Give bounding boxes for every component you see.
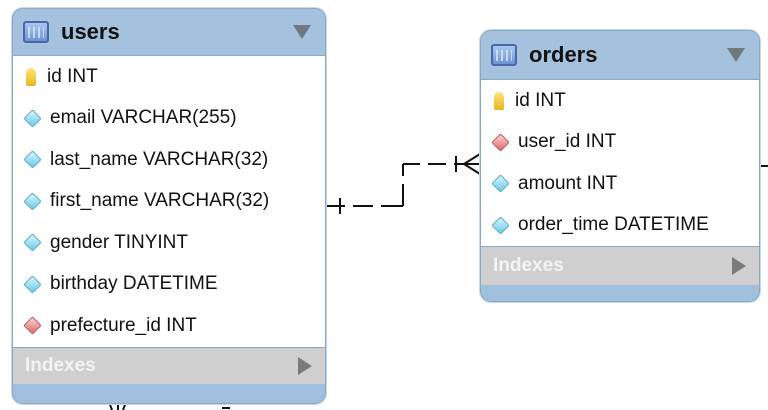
- column-row[interactable]: first_name VARCHAR(32): [13, 181, 325, 223]
- indexes-label: Indexes: [493, 255, 564, 276]
- column-row[interactable]: user_id INT: [481, 122, 759, 164]
- attribute-diamond-icon: [23, 275, 42, 294]
- column-row[interactable]: id INT: [481, 80, 759, 122]
- crow-foot: [463, 153, 481, 165]
- primary-key-icon: [26, 67, 36, 86]
- attribute-diamond-icon: [23, 233, 42, 252]
- column-row[interactable]: last_name VARCHAR(32): [13, 139, 325, 181]
- table-icon: [491, 44, 517, 66]
- column-label: order_time DATETIME: [518, 214, 709, 236]
- column-row[interactable]: id INT: [13, 56, 325, 98]
- column-row[interactable]: email VARCHAR(255): [13, 98, 325, 140]
- table-footer: [13, 383, 325, 400]
- column-row[interactable]: birthday DATETIME: [13, 264, 325, 306]
- column-label: birthday DATETIME: [50, 273, 218, 295]
- table-title: orders: [529, 42, 598, 67]
- column-label: user_id INT: [518, 131, 617, 153]
- users-table-header[interactable]: users: [13, 9, 325, 55]
- collapse-triangle-icon[interactable]: [727, 48, 745, 62]
- foreign-key-diamond-icon: [491, 133, 510, 152]
- orders-indexes-section[interactable]: Indexes: [481, 247, 759, 285]
- column-row[interactable]: order_time DATETIME: [481, 205, 759, 247]
- column-label: first_name VARCHAR(32): [50, 190, 270, 212]
- users-columns: id INT email VARCHAR(255) last_name VARC…: [13, 55, 325, 348]
- column-label: amount INT: [518, 172, 618, 194]
- attribute-diamond-icon: [491, 216, 510, 235]
- expand-triangle-icon[interactable]: [298, 356, 312, 375]
- column-label: id INT: [47, 65, 98, 87]
- table-footer: [481, 285, 759, 301]
- expand-triangle-icon[interactable]: [732, 257, 746, 275]
- column-label: email VARCHAR(255): [50, 107, 237, 129]
- table-title: users: [61, 19, 120, 44]
- collapse-triangle-icon[interactable]: [293, 25, 311, 39]
- attribute-diamond-icon: [491, 174, 510, 193]
- column-label: id INT: [515, 89, 566, 111]
- table-icon: [23, 21, 49, 43]
- attribute-diamond-icon: [23, 150, 42, 169]
- crow-foot: [463, 163, 481, 175]
- column-row[interactable]: gender TINYINT: [13, 222, 325, 264]
- primary-key-icon: [494, 91, 504, 110]
- foreign-key-diamond-icon: [23, 316, 42, 335]
- users-orders-relationship: [325, 153, 481, 214]
- attribute-diamond-icon: [23, 192, 42, 211]
- indexes-label: Indexes: [25, 354, 96, 376]
- column-label: last_name VARCHAR(32): [50, 148, 269, 170]
- column-label: gender TINYINT: [50, 231, 188, 253]
- column-label: prefecture_id INT: [50, 314, 197, 336]
- column-row[interactable]: prefecture_id INT: [13, 305, 325, 347]
- orders-columns: id INT user_id INT amount INT order_time…: [481, 79, 759, 247]
- orders-table-header[interactable]: orders: [481, 31, 759, 79]
- column-row[interactable]: amount INT: [481, 163, 759, 205]
- users-table[interactable]: users id INT email VARCHAR(255) last_nam…: [12, 8, 326, 404]
- users-indexes-section[interactable]: Indexes: [13, 347, 325, 384]
- attribute-diamond-icon: [23, 109, 42, 128]
- orders-table[interactable]: orders id INT user_id INT amount INT ord…: [480, 30, 760, 302]
